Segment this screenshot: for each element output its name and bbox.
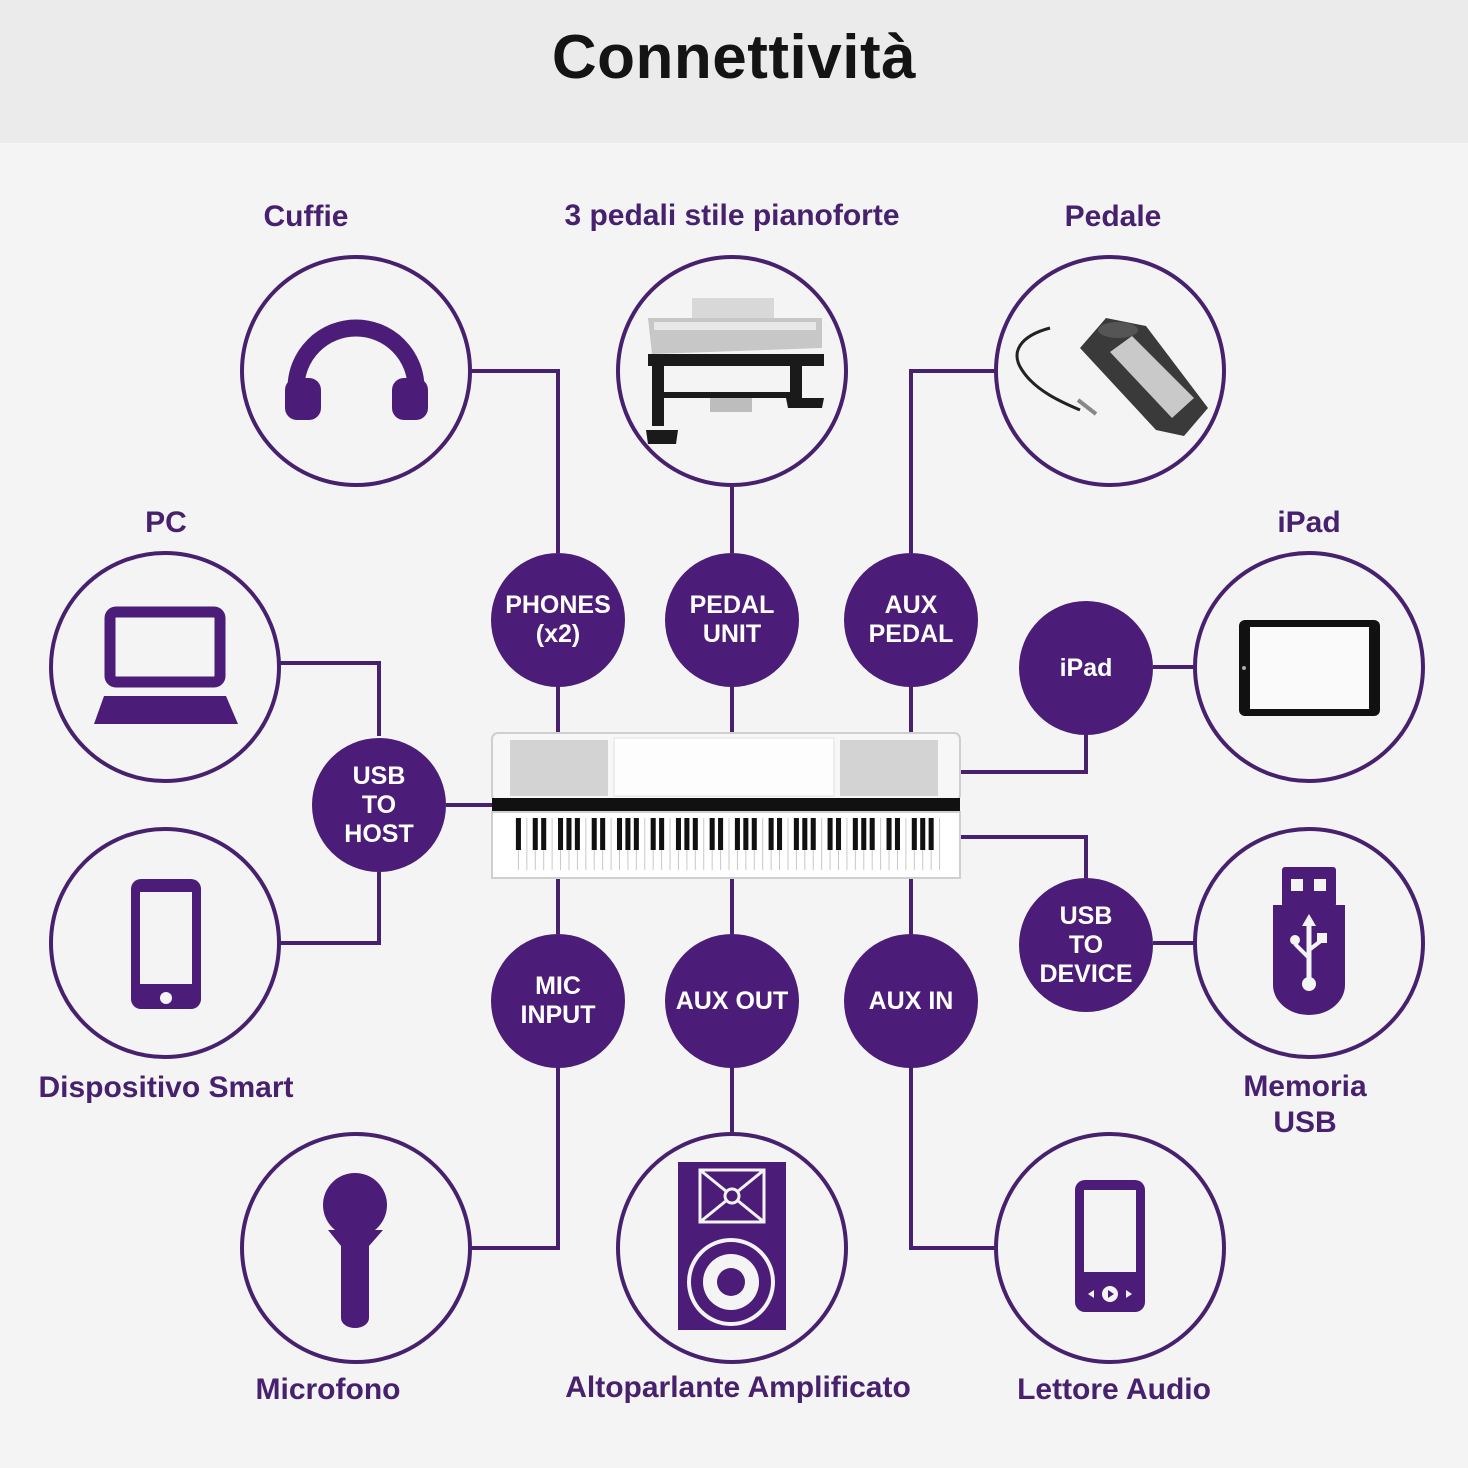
port-phones: PHONES (x2) xyxy=(491,553,625,687)
piano-black-key xyxy=(659,818,665,850)
port-usb-host: USB TO HOST xyxy=(312,738,446,872)
piano-black-key xyxy=(515,818,521,850)
piano-black-key xyxy=(861,818,867,850)
piano-black-key xyxy=(616,818,623,850)
piano-black-key xyxy=(920,818,926,850)
port-pedal-unit: PEDAL UNIT xyxy=(665,553,799,687)
label-smart: Dispositivo Smart xyxy=(38,1071,294,1104)
piano-black-key xyxy=(827,818,833,850)
label-pedale: Pedale xyxy=(1064,200,1162,233)
piano-black-key xyxy=(743,818,749,850)
piano-stand-pedals-icon xyxy=(646,298,824,444)
line-pc xyxy=(280,661,381,736)
piano-black-key xyxy=(835,818,842,850)
line-pedale xyxy=(909,369,996,733)
port-ipad: iPad xyxy=(1019,601,1153,735)
piano-black-key xyxy=(625,818,631,850)
digital-piano-icon xyxy=(491,732,961,879)
line-ipad xyxy=(960,665,1194,774)
piano-black-key xyxy=(684,818,690,850)
piano-black-key xyxy=(532,818,538,850)
label-mic: Microfono xyxy=(255,1373,401,1406)
microphone-icon xyxy=(323,1173,387,1328)
tablet-icon xyxy=(1239,620,1380,716)
audio-player-icon xyxy=(1075,1180,1145,1312)
piano-black-key xyxy=(768,818,774,850)
line-player xyxy=(909,878,996,1250)
line-usb-device xyxy=(960,835,1194,945)
label-pedali: 3 pedali stile pianoforte xyxy=(564,199,900,232)
piano-black-key xyxy=(718,818,724,850)
headphones-icon xyxy=(285,319,428,420)
piano-black-key xyxy=(734,818,740,850)
speaker-icon xyxy=(678,1162,786,1330)
piano-black-key xyxy=(869,818,875,850)
piano-black-key xyxy=(591,818,597,850)
piano-black-key xyxy=(793,818,799,850)
line-smart xyxy=(280,872,381,945)
device-circles xyxy=(49,255,1425,1364)
piano-black-key xyxy=(600,818,606,850)
laptop-icon xyxy=(94,606,238,724)
connector-lines xyxy=(280,369,1194,1250)
piano-black-key xyxy=(928,818,934,850)
label-player: Lettore Audio xyxy=(1017,1373,1211,1406)
piano-black-key xyxy=(802,818,808,850)
port-mic-input: MIC INPUT xyxy=(491,934,625,1068)
label-cuffie: Cuffie xyxy=(263,200,349,233)
piano-black-key xyxy=(911,818,917,850)
piano-black-key xyxy=(633,818,639,850)
piano-black-key xyxy=(709,818,715,850)
port-aux-in: AUX IN xyxy=(844,934,978,1068)
sustain-pedal-icon xyxy=(1015,318,1208,436)
circle-cuffie xyxy=(240,255,472,487)
piano-black-key xyxy=(558,818,564,850)
label-speaker: Altoparlante Amplificato xyxy=(565,1371,911,1404)
piano-black-key xyxy=(810,818,816,850)
piano-black-key xyxy=(650,818,656,850)
circle-pc xyxy=(49,551,281,783)
line-mic xyxy=(470,878,560,1250)
port-usb-device: USB TO DEVICE xyxy=(1019,878,1153,1012)
piano-black-key xyxy=(541,818,547,850)
title-bar: Connettività xyxy=(0,0,1468,143)
piano-black-key xyxy=(852,818,858,850)
piano-black-key xyxy=(894,818,900,850)
label-pc: PC xyxy=(145,506,187,539)
smartphone-icon xyxy=(131,879,201,1009)
page-title: Connettività xyxy=(551,23,917,92)
usb-stick-icon xyxy=(1273,867,1345,1015)
port-aux-out: AUX OUT xyxy=(665,934,799,1068)
port-aux-pedal: AUX PEDAL xyxy=(844,553,978,687)
label-ipad: iPad xyxy=(1277,506,1341,539)
piano-black-key xyxy=(574,818,580,850)
piano-black-key xyxy=(566,818,572,850)
label-usb-mem: Memoria USB xyxy=(1243,1070,1367,1139)
piano-black-key xyxy=(751,818,757,850)
line-cuffie xyxy=(470,369,560,733)
piano-black-keys xyxy=(515,818,941,870)
circle-pedali xyxy=(616,255,848,487)
piano-black-key xyxy=(886,818,892,850)
piano-black-key xyxy=(692,818,698,850)
piano-black-key xyxy=(777,818,783,850)
piano-black-key xyxy=(675,818,681,850)
